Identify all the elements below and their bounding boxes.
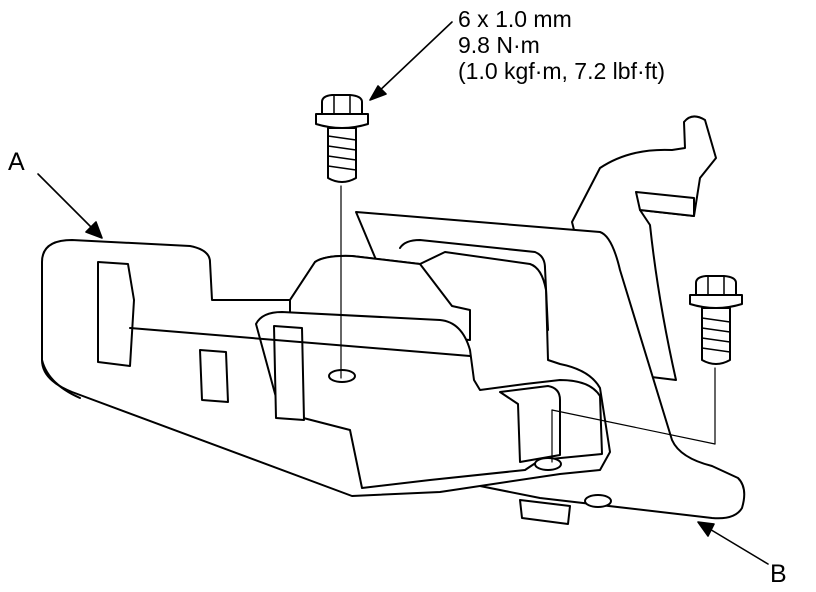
bracket-bolt-hole [584,494,612,508]
cover-side-slot-mid [199,349,229,403]
cover-side-slot-left [97,261,135,367]
bolt-torque-nm: 9.8 N·m [458,32,540,58]
arrowhead-b [697,521,715,537]
cover-bolt-hole-upper [328,369,356,383]
cover-bolt-hole-lower [534,457,562,471]
arrowhead-a [85,221,103,239]
leader-lines [37,21,769,565]
cover-front-block [255,311,603,489]
bracket-arm-tab [635,191,695,217]
bolt-icon [689,275,743,365]
callout-a: A [8,148,25,176]
bolt-spec: 6 x 1.0 mm 9.8 N·m (1.0 kgf·m, 7.2 lbf·f… [458,6,665,84]
bolt-centerlines [340,185,716,463]
bolt-size: 6 x 1.0 mm [458,6,572,32]
leader-b [707,527,769,565]
bolt-torque-alt: (1.0 kgf·m, 7.2 lbf·ft) [458,58,666,84]
cover-edge-lower [41,359,81,399]
cover-a [41,239,611,497]
arrowhead-spec [369,85,387,101]
bolt-icon [315,94,369,183]
cover-side-slot-front [273,325,305,421]
cover-top-ridge [129,327,471,357]
centerline-right-link [551,409,716,445]
leader-spec [375,21,453,95]
leader-a [37,173,95,231]
callout-b: B [770,560,787,588]
bracket-inner-face [399,239,549,331]
bracket-lower-foot [519,499,571,525]
